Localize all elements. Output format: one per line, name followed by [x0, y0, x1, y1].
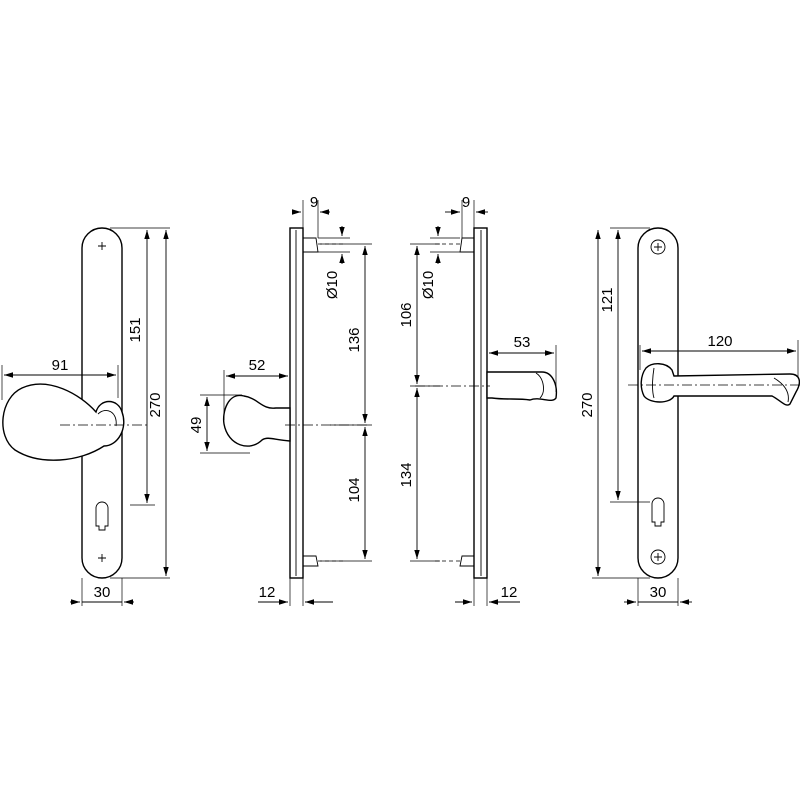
oval-knob — [2, 383, 125, 461]
knob-side-profile — [222, 394, 291, 447]
view-1-front-knob: 91 151 270 30 — [1, 227, 170, 606]
view-3-side-lever: 9 Ø10 106 134 53 12 — [398, 194, 558, 606]
lever-side-profile — [486, 371, 558, 401]
dim-30-left: 30 — [94, 584, 111, 601]
fixing-pin-top-3 — [459, 237, 474, 253]
dim-106: 106 — [398, 302, 415, 327]
dim-151: 151 — [127, 317, 144, 342]
dim-134: 134 — [398, 462, 415, 487]
keyhole-4 — [651, 497, 665, 527]
screw-mark-bottom-1 — [98, 554, 106, 562]
view-4-front-lever: 121 270 120 30 — [579, 227, 800, 606]
view-2-side-knob: 9 Ø10 136 104 52 49 12 — [188, 194, 372, 606]
dim-104: 104 — [346, 477, 363, 502]
dim-12-view3: 12 — [501, 584, 518, 601]
dim-9-view2: 9 — [310, 194, 318, 211]
keyhole-1 — [95, 501, 109, 531]
dim-136: 136 — [346, 327, 363, 352]
screw-top-4 — [650, 239, 666, 255]
fixing-pin-bottom-3 — [459, 555, 474, 567]
dim-121: 121 — [599, 287, 616, 312]
backplate-side-3 — [473, 227, 488, 579]
dim-9-view3: 9 — [462, 194, 470, 211]
dim-91: 91 — [52, 357, 69, 374]
dim-53: 53 — [514, 334, 531, 351]
screw-bottom-4 — [650, 549, 666, 565]
dim-dia10-view3: Ø10 — [420, 271, 437, 299]
dim-dia10-view2: Ø10 — [324, 271, 341, 299]
fixing-pin-top-2 — [303, 237, 319, 253]
dim-52: 52 — [249, 357, 266, 374]
dim-49: 49 — [188, 417, 205, 434]
screw-mark-top-1 — [98, 242, 106, 250]
dim-12-view2: 12 — [259, 584, 276, 601]
lever-handle — [640, 363, 800, 406]
fixing-pin-bottom-2 — [303, 555, 319, 567]
dim-270-left: 270 — [147, 392, 164, 417]
dim-120: 120 — [707, 333, 732, 350]
dim-270-right: 270 — [579, 392, 596, 417]
dim-30-right: 30 — [650, 584, 667, 601]
backplate-4 — [637, 227, 679, 579]
backplate-side-2 — [289, 227, 304, 579]
